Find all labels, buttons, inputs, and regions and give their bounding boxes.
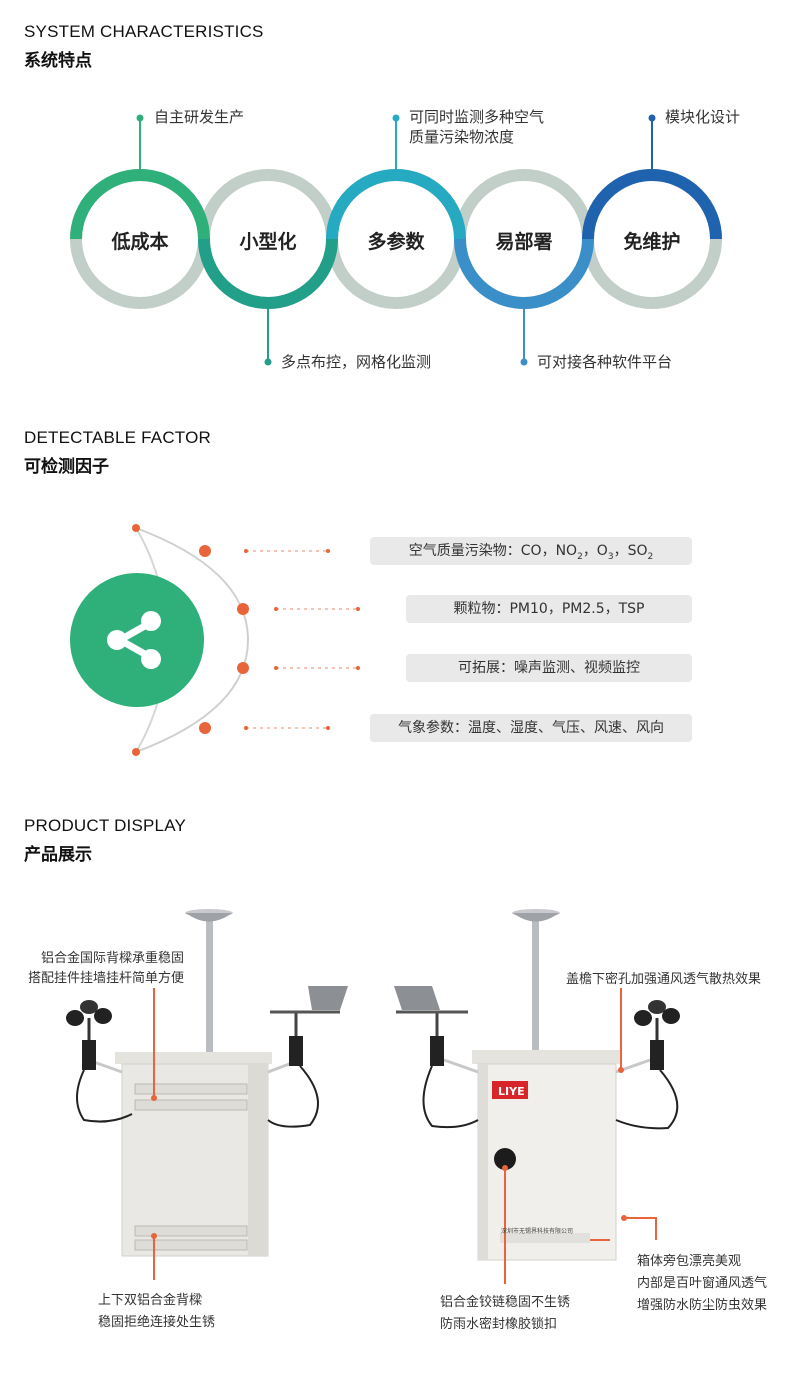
section-title-en: SYSTEM CHARACTERISTICS — [24, 22, 264, 41]
callout-right-bottom-1: 铝合金铰链稳固不生锈 — [440, 1295, 571, 1310]
ring-2-arc — [198, 238, 338, 309]
share-icon — [107, 611, 161, 669]
product-images — [66, 909, 680, 1284]
factor-graphic — [70, 524, 360, 756]
product-back-view — [66, 909, 348, 1257]
callout-left-top-2: 搭配挂件挂墙挂杆简单方便 — [28, 971, 185, 986]
ring-5-arc — [582, 169, 722, 240]
product-front-view — [394, 909, 680, 1261]
ring-4-arc — [454, 238, 594, 309]
factor-expand: 可拓展：噪声监测、视频监控 — [406, 654, 692, 682]
section-title-cn: 可检测因子 — [24, 457, 109, 477]
ring-3-arc — [326, 169, 466, 240]
callout-right-mid-1: 箱体旁包漂亮美观 — [637, 1254, 742, 1269]
callout-left-top-1: 铝合金国际背樑承重稳固 — [41, 951, 185, 966]
section-title-en: DETECTABLE FACTOR — [24, 428, 211, 447]
section-title-cn: 产品展示 — [24, 845, 92, 865]
note-top-3: 模块化设计 — [665, 108, 741, 126]
callout-right-mid-3: 增强防水防尘防虫效果 — [637, 1298, 768, 1313]
callout-right-bottom-2: 防雨水密封橡胶锁扣 — [440, 1317, 558, 1332]
ring-1-arc — [70, 169, 210, 240]
brand-logo — [492, 1081, 528, 1099]
callout-right-top: 盖檐下密孔加强通风透气散热效果 — [566, 972, 762, 987]
callout-left-bottom-2: 稳固拒绝连接处生锈 — [98, 1315, 216, 1330]
ring-label-3: 多参数 — [367, 231, 425, 253]
ring-label-4: 易部署 — [495, 231, 553, 253]
note-bottom-1: 多点布控，网格化监测 — [281, 353, 432, 371]
nameplate-text: 深圳市无锡界科技有限公司 — [501, 1228, 574, 1235]
note-top-2-line1: 可同时监测多种空气 — [409, 108, 545, 126]
callout-right-mid-2: 内部是百叶窗通风透气 — [637, 1276, 768, 1291]
note-top-1: 自主研发生产 — [154, 108, 245, 126]
ring-label-2: 小型化 — [239, 231, 297, 253]
note-bottom-2: 可对接各种软件平台 — [537, 353, 673, 371]
factor-air: 空气质量污染物：CO，NO2，O3，SO2 — [370, 537, 692, 565]
callout-left-bottom-1: 上下双铝合金背樑 — [98, 1293, 203, 1308]
factor-particles: 颗粒物：PM10，PM2.5，TSP — [406, 595, 692, 623]
rings-graphic — [70, 114, 722, 366]
ring-label-1: 低成本 — [111, 231, 169, 253]
section-title-en: PRODUCT DISPLAY — [24, 816, 187, 835]
factor-weather: 气象参数：温度、湿度、气压、风速、风向 — [370, 714, 692, 742]
ring-label-5: 免维护 — [623, 231, 681, 253]
brand-text: LIYE — [498, 1085, 525, 1098]
section-title-cn: 系统特点 — [24, 51, 92, 71]
note-top-2-line2: 质量污染物浓度 — [409, 128, 515, 146]
